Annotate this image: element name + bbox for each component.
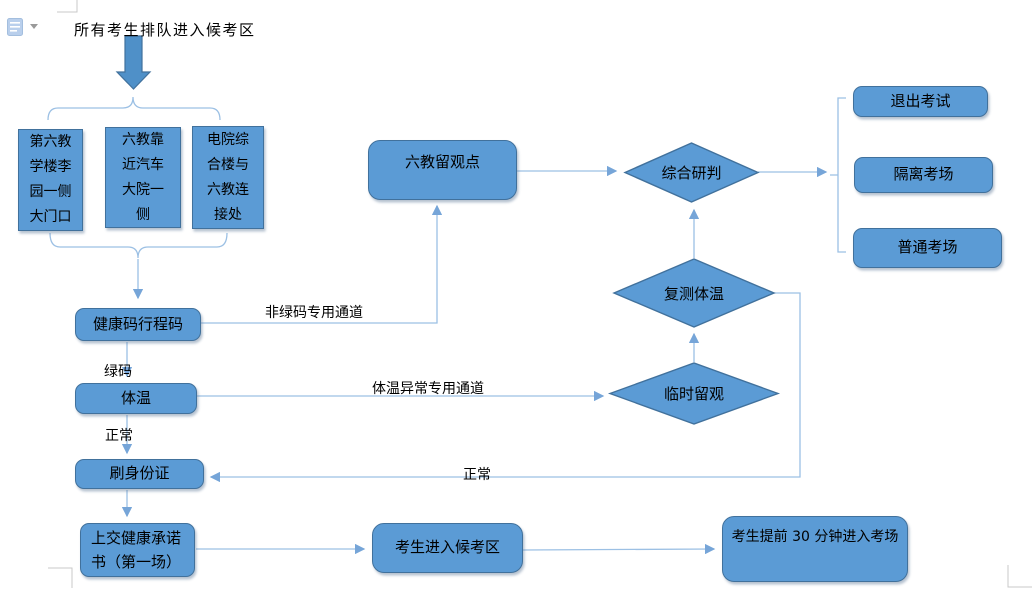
node-waiting-area-label: 考生进入候考区: [394, 538, 500, 557]
node-observation-point[interactable]: 六教留观点: [368, 140, 517, 200]
outcome-box-normal-room[interactable]: 普通考场: [853, 228, 1002, 268]
document-icon[interactable]: [7, 18, 23, 36]
entry-box-gate-label: 第六教学楼李园一侧大门口: [29, 134, 72, 225]
entry-box-connection-label: 电院综合楼与六教连接处: [207, 131, 249, 223]
node-commitment-label: 上交健康承诺书（第一场）: [91, 529, 182, 571]
node-commitment[interactable]: 上交健康承诺书（第一场）: [80, 523, 195, 577]
node-health-code-label: 健康码行程码: [92, 314, 183, 333]
edge-label-green-code: 绿码: [104, 364, 132, 380]
entry-box-gate[interactable]: 第六教学楼李园一侧大门口: [18, 129, 83, 231]
outcome-bracket: [830, 97, 846, 253]
start-label: 所有考生排队进入候考区: [74, 21, 256, 39]
outcome-box-exit[interactable]: 退出考试: [853, 86, 988, 117]
edge-label-abnormal-channel: 体温异常专用通道: [372, 381, 484, 397]
decision-comprehensive-label: 综合研判: [661, 164, 722, 182]
edge-label-normal-1: 正常: [105, 428, 133, 444]
dropdown-arrow-icon[interactable]: [30, 24, 38, 29]
edge-label-normal-2: 正常: [463, 467, 491, 483]
outcome-box-exit-label: 退出考试: [890, 91, 951, 110]
decision-temphold-label: 临时留观: [663, 385, 724, 403]
thick-down-arrow[interactable]: [115, 35, 152, 90]
edge-waiting-to-examroom: [522, 543, 716, 555]
entry-box-parking-label: 六教靠近汽车大院一侧: [122, 131, 164, 223]
entry-box-connection[interactable]: 电院综合楼与六教连接处: [192, 126, 264, 229]
outcome-box-normal-room-label: 普通考场: [897, 238, 958, 257]
node-waiting-area[interactable]: 考生进入候考区: [372, 523, 523, 573]
outcome-box-isolation[interactable]: 隔离考场: [854, 157, 993, 193]
brace-bottom: [49, 232, 228, 259]
outcome-box-isolation-label: 隔离考场: [893, 165, 954, 184]
node-temperature-label: 体温: [120, 388, 151, 407]
edge-label-non-green-channel: 非绿码专用通道: [265, 305, 363, 321]
node-enter-room-label: 考生提前 30 分钟进入考场: [731, 529, 899, 545]
node-temperature[interactable]: 体温: [75, 383, 197, 414]
node-id-check-label: 刷身份证: [109, 464, 170, 483]
entry-box-parking[interactable]: 六教靠近汽车大院一侧: [105, 127, 181, 228]
brace-top: [47, 96, 221, 121]
node-observation-point-label: 六教留观点: [404, 153, 480, 172]
node-enter-room[interactable]: 考生提前 30 分钟进入考场: [722, 516, 908, 582]
node-health-code[interactable]: 健康码行程码: [75, 308, 201, 341]
decision-retest-label: 复测体温: [663, 284, 724, 303]
node-id-check[interactable]: 刷身份证: [75, 459, 204, 489]
